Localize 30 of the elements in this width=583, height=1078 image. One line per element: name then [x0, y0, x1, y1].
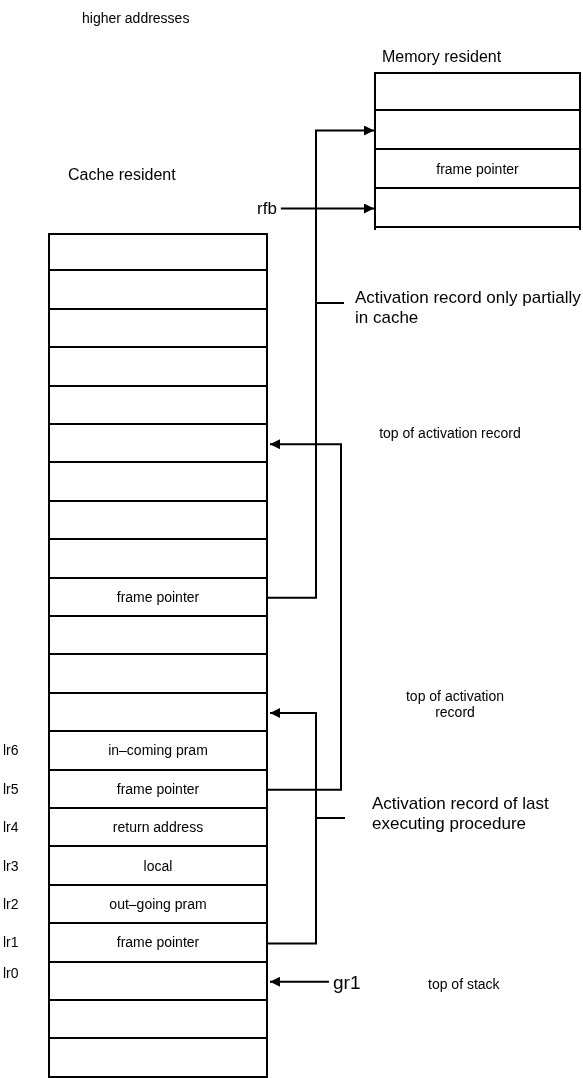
cell-label: return address	[111, 819, 205, 836]
register-name: gr1	[333, 972, 361, 994]
arrow	[267, 708, 317, 945]
cell-label: out–going pram	[108, 896, 208, 912]
pointer-label: top of stack	[428, 976, 501, 993]
register-label: lr1	[3, 934, 19, 951]
cell-label: local	[142, 857, 174, 874]
arrow	[279, 203, 375, 214]
register-label: lr0	[3, 964, 19, 981]
arrow	[267, 125, 375, 599]
register-name: rfb	[257, 199, 277, 219]
register-label: lr5	[3, 780, 19, 797]
register-label: lr4	[3, 819, 19, 836]
cell-label: frame pointer	[115, 588, 201, 605]
pointer-label: top of activation record	[404, 688, 506, 721]
pointer-label: top of activation record	[378, 425, 522, 442]
register-label: lr3	[3, 857, 19, 874]
register-label: lr6	[3, 742, 19, 759]
cell-label: frame pointer	[115, 934, 201, 951]
column-heading: Memory resident	[382, 48, 502, 66]
bracket-label: Activation record of last executing procedure	[372, 794, 550, 834]
cell-label: frame pointer	[435, 160, 520, 177]
arrow	[267, 439, 342, 791]
cell-label: in–coming pram	[107, 742, 209, 759]
column-heading: Cache resident	[68, 166, 176, 184]
cell-label: frame pointer	[115, 780, 201, 797]
arrow	[269, 976, 330, 987]
bracket-label: Activation record only partially in cache	[355, 288, 582, 328]
direction-note: higher addresses	[82, 10, 191, 27]
register-label: lr2	[3, 896, 19, 912]
